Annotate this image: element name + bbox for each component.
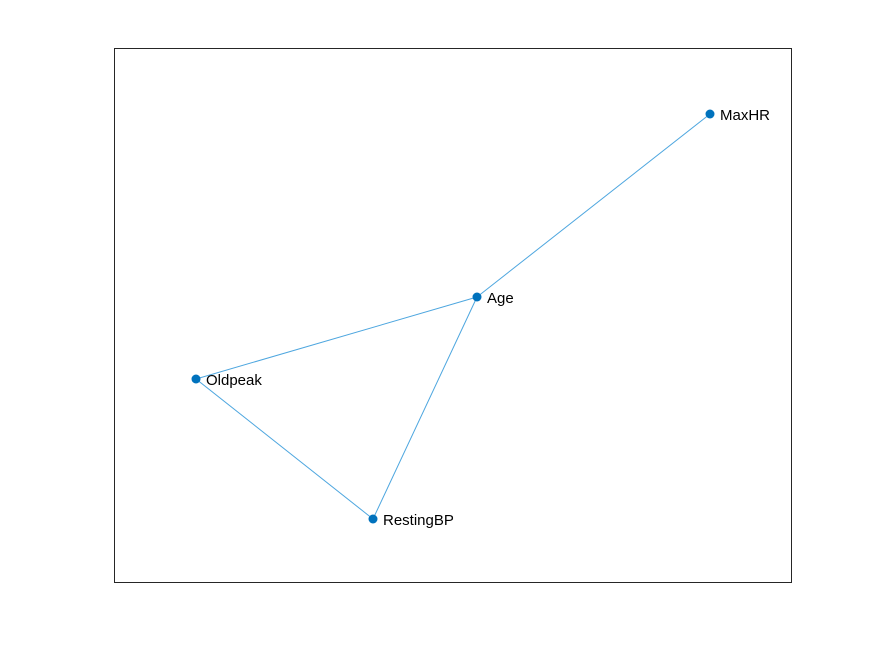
edge-age-oldpeak (195, 296, 478, 380)
node-maxhr: MaxHR (705, 107, 770, 124)
node-marker-age (472, 292, 482, 302)
node-marker-maxhr (705, 109, 715, 119)
node-marker-oldpeak (191, 374, 201, 384)
node-label-age: Age (487, 290, 514, 307)
node-marker-restingbp (368, 514, 378, 524)
node-age: Age (472, 290, 514, 307)
edge-age-maxhr (476, 113, 711, 298)
axes-box (114, 48, 792, 583)
node-label-maxhr: MaxHR (720, 107, 770, 124)
node-oldpeak: Oldpeak (191, 372, 262, 389)
edge-age-restingbp (372, 296, 478, 520)
node-label-oldpeak: Oldpeak (206, 372, 262, 389)
node-restingbp: RestingBP (368, 512, 454, 529)
edge-oldpeak-restingbp (195, 378, 374, 520)
node-label-restingbp: RestingBP (383, 512, 454, 529)
edges-layer (195, 113, 711, 520)
